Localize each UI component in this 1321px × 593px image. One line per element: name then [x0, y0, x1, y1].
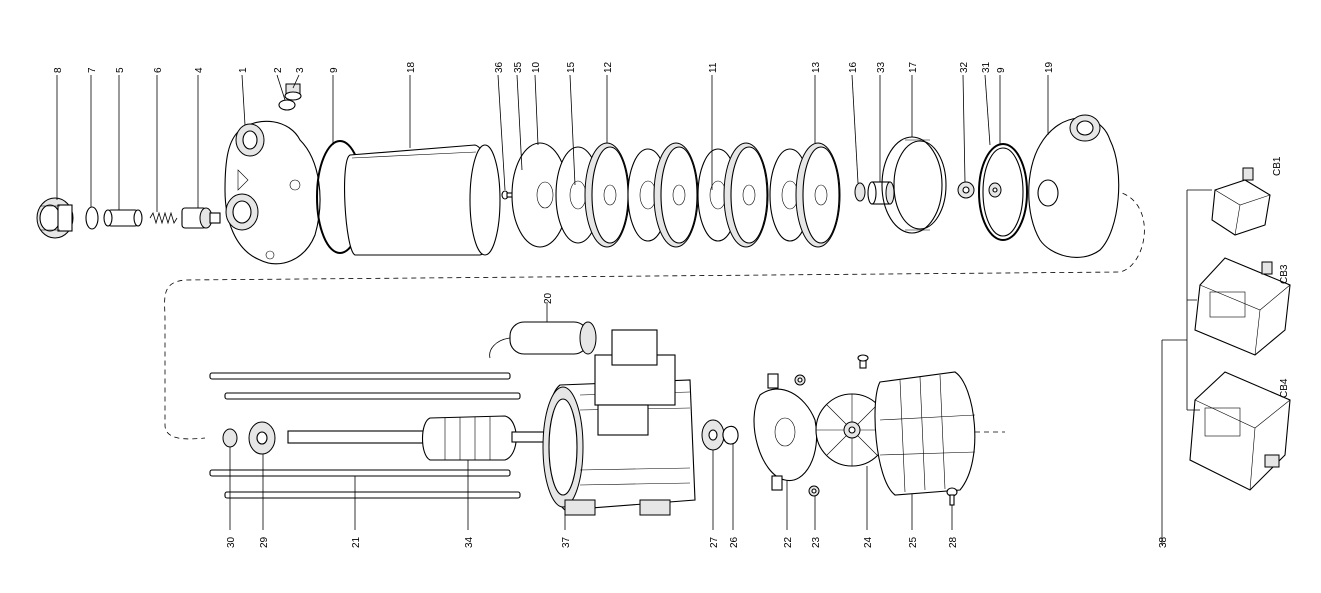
part-o-ring-small	[85, 206, 99, 230]
callout-35: 35	[513, 61, 524, 73]
callout-28: 28	[948, 536, 959, 548]
part-bearing-front	[248, 421, 276, 455]
part-cover-screw	[946, 487, 958, 506]
callout-31: 31	[981, 61, 992, 73]
callout-21: 21	[351, 536, 362, 548]
part-pump-casing	[224, 120, 321, 265]
callout-25: 25	[908, 536, 919, 548]
callout-27: 27	[709, 536, 720, 548]
callout-29: 29	[259, 536, 270, 548]
callout-5: 5	[115, 67, 126, 73]
callout-37: 37	[561, 536, 572, 548]
callout-9b: 9	[996, 67, 1007, 73]
callout-1: 1	[238, 67, 249, 73]
part-nuts	[794, 374, 820, 497]
part-spring	[149, 211, 178, 225]
part-cartridge	[103, 209, 143, 227]
callout-16: 16	[848, 61, 859, 73]
part-fan-cover	[874, 371, 976, 496]
callout-20: 20	[543, 292, 554, 304]
callout-7: 7	[87, 67, 98, 73]
callout-6: 6	[153, 67, 164, 73]
part-capacitor	[489, 321, 597, 359]
part-motor-body	[542, 329, 696, 516]
part-washer	[722, 425, 739, 445]
part-bushing	[867, 181, 895, 205]
part-end-shield	[753, 373, 818, 491]
callout-36: 36	[494, 61, 505, 73]
part-fan	[815, 393, 889, 467]
label-cb1: CB1	[1272, 156, 1283, 176]
part-plug	[278, 83, 302, 111]
part-control-box-cb3	[1194, 257, 1291, 356]
label-cb4: CB4	[1279, 378, 1290, 398]
part-sleeve	[344, 144, 501, 256]
callout-23: 23	[811, 536, 822, 548]
part-control-box-cb4	[1189, 371, 1291, 491]
part-diffuser-disc	[511, 142, 569, 248]
part-ring	[854, 182, 866, 202]
callout-leader-lines	[56, 74, 1049, 530]
assembly-dashed-path	[164, 189, 1145, 440]
callout-9a: 9	[329, 67, 340, 73]
callout-26: 26	[729, 536, 740, 548]
part-small-bolt	[501, 190, 516, 200]
callout-4: 4	[194, 67, 205, 73]
callout-18: 18	[406, 61, 417, 73]
callout-2: 2	[273, 67, 284, 73]
callout-32: 32	[959, 61, 970, 73]
callout-8: 8	[53, 67, 64, 73]
callout-19: 19	[1044, 61, 1055, 73]
callout-17: 17	[908, 61, 919, 73]
callout-30: 30	[226, 536, 237, 548]
callout-3: 3	[295, 67, 306, 73]
part-seal-disc	[978, 143, 1028, 241]
callout-24: 24	[863, 536, 874, 548]
label-cb3: CB3	[1279, 264, 1290, 284]
part-pump-head	[1028, 114, 1120, 258]
callout-33: 33	[876, 61, 887, 73]
part-control-box-cb1	[1211, 167, 1271, 236]
callout-11: 11	[708, 62, 719, 73]
callout-15: 15	[566, 61, 577, 73]
part-shaft-seal	[222, 428, 238, 448]
callout-13: 13	[811, 61, 822, 73]
part-stages	[555, 142, 841, 248]
callout-10: 10	[531, 61, 542, 73]
callout-34: 34	[464, 536, 475, 548]
callout-22: 22	[783, 536, 794, 548]
callout-12: 12	[603, 61, 614, 73]
part-tie-rods	[209, 372, 521, 499]
part-rotor	[287, 415, 548, 461]
part-small-nut	[957, 181, 975, 199]
part-nut	[36, 197, 74, 239]
callout-bracket-38	[1161, 189, 1212, 545]
part-valve	[181, 207, 221, 229]
callout-38: 38	[1158, 536, 1169, 548]
part-fan-screw	[857, 354, 869, 369]
part-bearing-rear	[701, 419, 725, 451]
